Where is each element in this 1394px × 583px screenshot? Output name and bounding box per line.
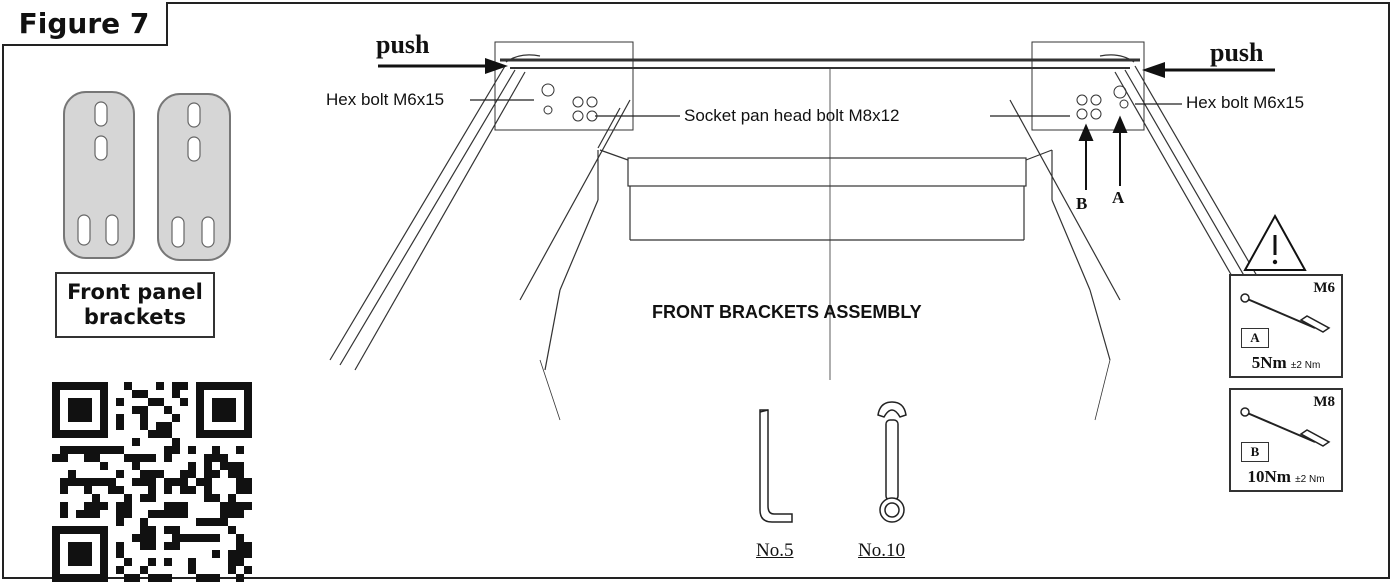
assembly-title: FRONT BRACKETS ASSEMBLY	[652, 302, 922, 322]
hex-bolt-label-left: Hex bolt M6x15	[326, 90, 445, 109]
torque-box-m6: M6 A 5Nm ±2 Nm	[1229, 274, 1343, 378]
torque-letter: B	[1241, 442, 1269, 462]
torque-wrench-icon	[1240, 293, 1331, 333]
torque-wrench-icon	[1240, 407, 1331, 447]
hex-bolt-label-right: Hex bolt M6x15	[1186, 93, 1305, 112]
wrench-label: No.10	[858, 540, 905, 561]
socket-bolt-label: Socket pan head bolt M8x12	[684, 106, 900, 125]
torque-tolerance: ±2 Nm	[1290, 360, 1321, 371]
hex-key-label: No.5	[756, 540, 794, 561]
warning-triangle-icon	[1243, 213, 1307, 271]
figure-label: Figure 7	[2, 2, 168, 46]
bracket-illustration	[63, 91, 231, 261]
qr-code-icon	[52, 382, 252, 582]
table-frame-lines	[329, 41, 1301, 421]
torque-value-row: 10Nm ±2 Nm	[1231, 467, 1341, 487]
brackets-caption: Front panel brackets	[67, 280, 203, 329]
torque-letter: A	[1241, 328, 1269, 348]
push-label-right: push	[1210, 38, 1264, 67]
brackets-caption-box: Front panel brackets	[55, 272, 215, 338]
push-label-left: push	[376, 30, 430, 59]
torque-size: M8	[1313, 394, 1335, 410]
marker-b: B	[1076, 194, 1088, 213]
torque-value: 5Nm	[1251, 353, 1287, 372]
leader-lines	[470, 99, 1182, 117]
torque-tolerance: ±2 Nm	[1295, 474, 1325, 485]
push-arrows	[378, 58, 1275, 78]
torque-value-row: 5Nm ±2 Nm	[1231, 353, 1341, 373]
torque-value: 10Nm	[1247, 467, 1291, 486]
wrench-tool	[877, 401, 907, 523]
bolt-details	[541, 83, 1129, 122]
torque-box-m8: M8 B 10Nm ±2 Nm	[1229, 388, 1343, 492]
marker-a: A	[1112, 188, 1125, 207]
hex-key-tool	[759, 409, 793, 523]
callout-arrows	[1078, 115, 1128, 190]
torque-size: M6	[1313, 280, 1335, 296]
